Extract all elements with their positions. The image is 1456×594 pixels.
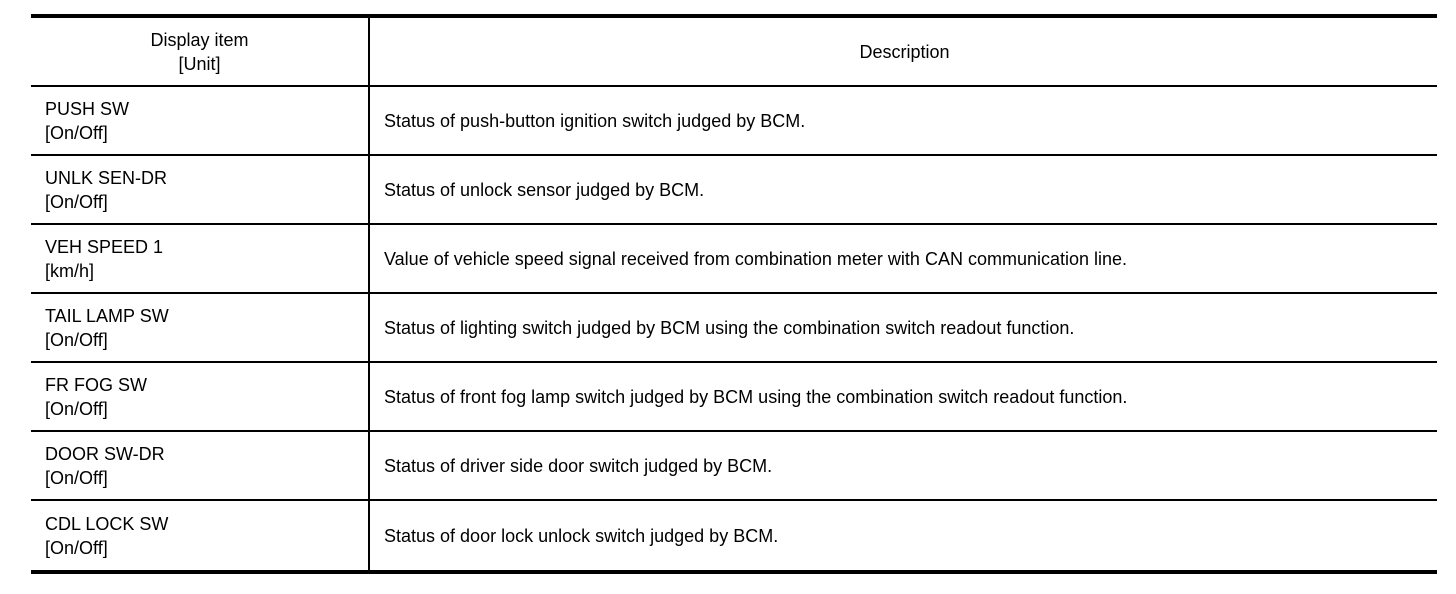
description-text: Status of driver side door switch judged… xyxy=(384,455,773,476)
description-text: Value of vehicle speed signal received f… xyxy=(384,248,1128,269)
description-cell: Status of unlock sensor judged by BCM. xyxy=(370,156,1437,223)
table-row: VEH SPEED 1 [km/h] Value of vehicle spee… xyxy=(31,225,1437,294)
display-item-cell: VEH SPEED 1 [km/h] xyxy=(31,225,370,292)
item-unit: [On/Off] xyxy=(45,122,108,143)
item-unit: [On/Off] xyxy=(45,398,108,419)
item-name: DOOR SW-DR xyxy=(45,443,165,464)
description-cell: Value of vehicle speed signal received f… xyxy=(370,225,1437,292)
table-row: FR FOG SW [On/Off] Status of front fog l… xyxy=(31,363,1437,432)
description-text: Status of unlock sensor judged by BCM. xyxy=(384,179,705,200)
table-row: UNLK SEN-DR [On/Off] Status of unlock se… xyxy=(31,156,1437,225)
item-unit: [km/h] xyxy=(45,260,95,281)
display-item-cell: DOOR SW-DR [On/Off] xyxy=(31,432,370,499)
item-name: CDL LOCK SW xyxy=(45,513,169,534)
display-item-cell: FR FOG SW [On/Off] xyxy=(31,363,370,430)
display-item-cell: CDL LOCK SW [On/Off] xyxy=(31,501,370,570)
display-item-cell: PUSH SW [On/Off] xyxy=(31,87,370,154)
item-unit: [On/Off] xyxy=(45,191,108,212)
display-item-cell: UNLK SEN-DR [On/Off] xyxy=(31,156,370,223)
display-items-table: Display item [Unit] Description PUSH SW … xyxy=(31,14,1437,574)
display-item-cell: TAIL LAMP SW [On/Off] xyxy=(31,294,370,361)
display-item-header-cell: Display item [Unit] xyxy=(31,18,370,85)
description-text: Status of push-button ignition switch ju… xyxy=(384,110,806,131)
item-unit: [On/Off] xyxy=(45,467,108,488)
table-row: PUSH SW [On/Off] Status of push-button i… xyxy=(31,87,1437,156)
description-cell: Status of door lock unlock switch judged… xyxy=(370,501,1437,570)
item-name: PUSH SW xyxy=(45,98,130,119)
item-name: UNLK SEN-DR xyxy=(45,167,168,188)
table-row: CDL LOCK SW [On/Off] Status of door lock… xyxy=(31,501,1437,570)
item-unit: [On/Off] xyxy=(45,537,108,558)
unit-header-label: [Unit] xyxy=(178,53,221,74)
table-row: DOOR SW-DR [On/Off] Status of driver sid… xyxy=(31,432,1437,501)
description-text: Status of front fog lamp switch judged b… xyxy=(384,386,1128,407)
description-cell: Status of push-button ignition switch ju… xyxy=(370,87,1437,154)
description-cell: Status of front fog lamp switch judged b… xyxy=(370,363,1437,430)
table-row: TAIL LAMP SW [On/Off] Status of lighting… xyxy=(31,294,1437,363)
item-name: VEH SPEED 1 xyxy=(45,236,164,257)
description-text: Status of lighting switch judged by BCM … xyxy=(384,317,1075,338)
item-name: FR FOG SW xyxy=(45,374,147,395)
item-unit: [On/Off] xyxy=(45,329,108,350)
table-header-row: Display item [Unit] Description xyxy=(31,18,1437,87)
description-header-label: Description xyxy=(859,41,950,62)
description-cell: Status of driver side door switch judged… xyxy=(370,432,1437,499)
description-text: Status of door lock unlock switch judged… xyxy=(384,525,779,546)
display-item-header-label: Display item xyxy=(150,29,249,50)
description-header-cell: Description xyxy=(370,18,1437,85)
item-name: TAIL LAMP SW xyxy=(45,305,169,326)
description-cell: Status of lighting switch judged by BCM … xyxy=(370,294,1437,361)
